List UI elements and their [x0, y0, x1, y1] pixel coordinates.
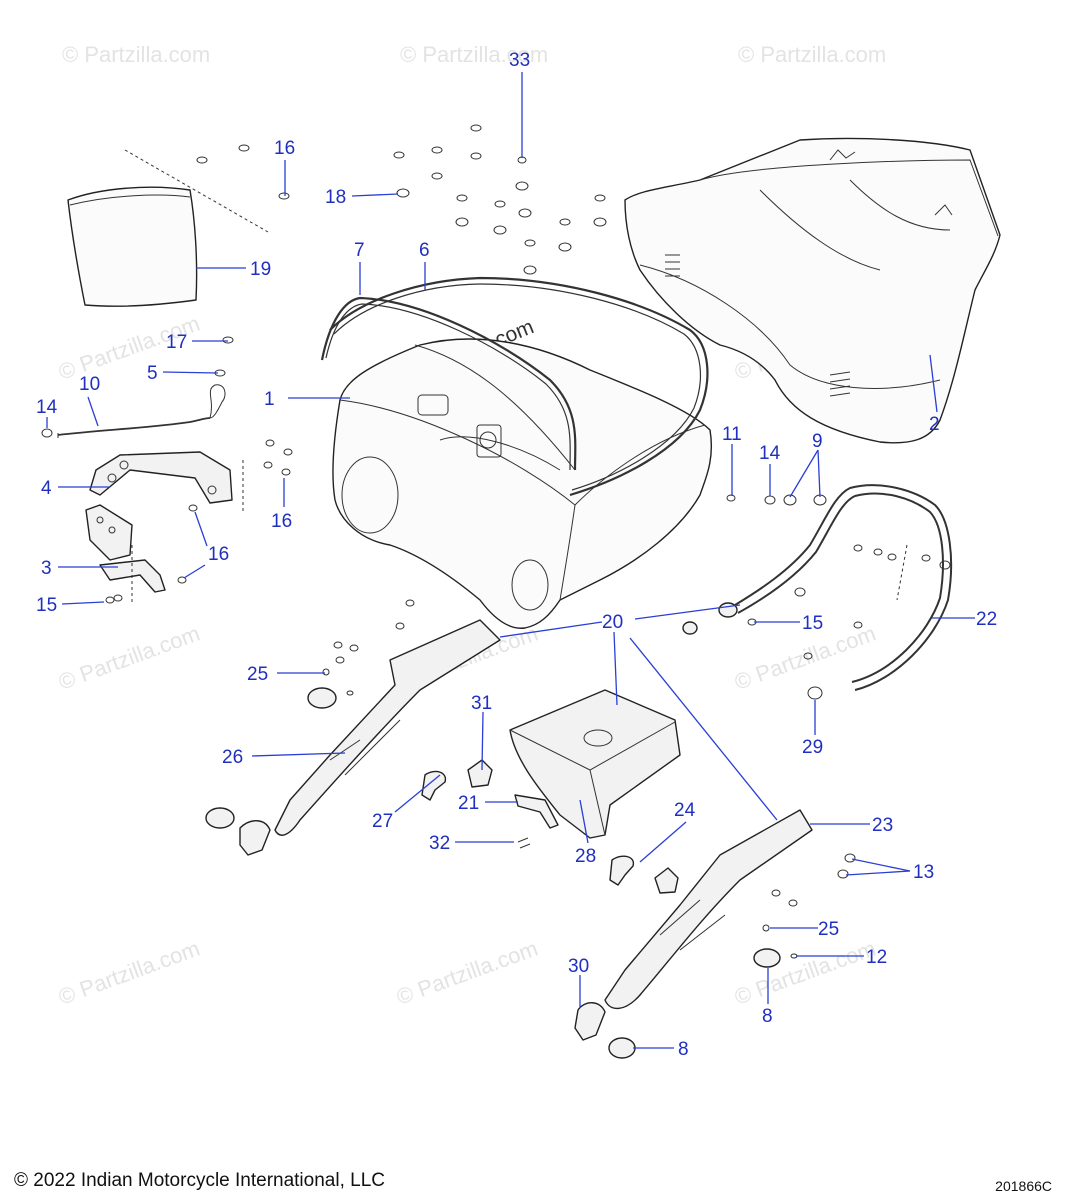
copyright-notice: © 2022 Indian Motorcycle International, …: [14, 1170, 385, 1191]
callout-4: 4: [41, 478, 52, 499]
leader-lines: [46, 72, 975, 1049]
watermark: © Partzilla.com: [738, 42, 886, 67]
callout-25: 25: [818, 919, 839, 940]
trunk-lid-part-2: [624, 137, 1001, 444]
pad-part-19: [67, 149, 269, 307]
callout-9: 9: [812, 431, 823, 452]
callout-14: 14: [759, 443, 781, 464]
callout-17: 17: [166, 332, 187, 353]
support-arm-part-23: [574, 809, 813, 1059]
callout-19: 19: [250, 259, 271, 280]
callout-labels: 33 16 18 7 6 19 17 5 1 10 14 4 16 16 3 1…: [36, 50, 997, 1060]
trim-part-7: [320, 296, 577, 471]
watermark: © Partzilla.com: [55, 936, 203, 1010]
callout-33: 33: [509, 50, 530, 71]
fasteners: [41, 124, 951, 959]
callout-31: 31: [471, 693, 492, 714]
tray-part-28: [509, 689, 681, 839]
small-parts: [421, 759, 679, 894]
callout-22: 22: [976, 609, 997, 630]
callout-29: 29: [802, 737, 823, 758]
callout-32: 32: [429, 833, 450, 854]
callout-2: 2: [929, 414, 940, 435]
callout-23: 23: [872, 815, 893, 836]
callout-28: 28: [575, 846, 596, 867]
callout-24: 24: [674, 800, 696, 821]
callout-11: 11: [722, 424, 742, 445]
callout-18: 18: [325, 187, 346, 208]
callout-15: 15: [802, 613, 823, 634]
callout-16: 16: [274, 138, 295, 159]
callout-3: 3: [41, 558, 52, 579]
callout-14: 14: [36, 397, 58, 418]
callout-12: 12: [866, 947, 887, 968]
diagram-id: 201866C: [995, 1178, 1052, 1194]
callout-16: 16: [208, 544, 229, 565]
callout-8: 8: [762, 1006, 773, 1027]
callout-7: 7: [354, 240, 365, 261]
callout-1: 1: [264, 389, 275, 410]
callout-15: 15: [36, 595, 57, 616]
cable-part-10: [57, 384, 226, 438]
watermark: © Partzilla.com: [62, 42, 210, 67]
callout-6: 6: [419, 240, 430, 261]
trunk-base-part-1: [332, 338, 713, 629]
seal-part-6: [329, 276, 709, 497]
callout-25: 25: [247, 664, 268, 685]
callout-5: 5: [147, 363, 158, 384]
callout-27: 27: [372, 811, 393, 832]
bracket-part-3: [85, 504, 166, 605]
callout-8: 8: [678, 1039, 689, 1060]
callout-20: 20: [602, 612, 623, 633]
watermark: © Partzilla.com: [731, 936, 879, 1010]
callout-13: 13: [913, 862, 934, 883]
watermark: © Partzilla.com: [55, 621, 203, 695]
watermark: © Partzilla.com: [393, 936, 541, 1010]
callout-26: 26: [222, 747, 243, 768]
callout-21: 21: [458, 793, 479, 814]
watermark: © Partzilla.com: [400, 42, 548, 67]
callout-16: 16: [271, 511, 292, 532]
rail-part-22: [682, 484, 953, 691]
callout-10: 10: [79, 374, 100, 395]
support-arm-part-26: [205, 619, 501, 856]
bracket-part-4: [89, 451, 244, 512]
callout-30: 30: [568, 956, 589, 977]
